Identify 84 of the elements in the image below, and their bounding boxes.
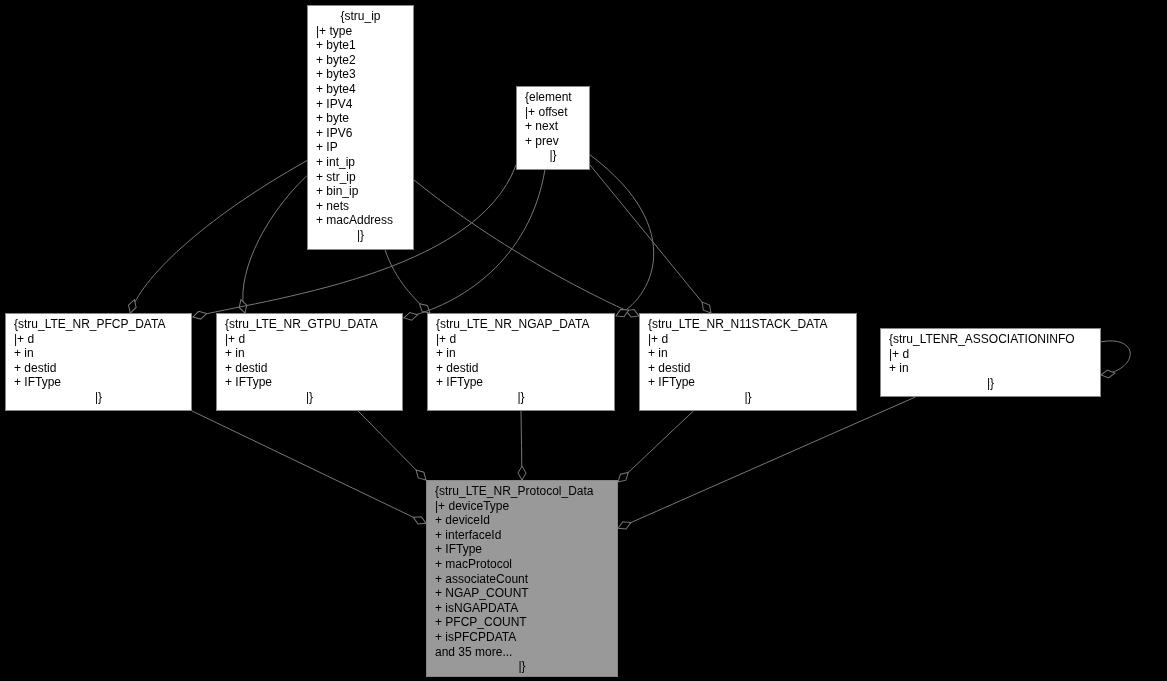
class-box — [216, 313, 403, 411]
member-field: and 35 more... — [435, 644, 513, 660]
member-field: + PFCP_COUNT — [435, 615, 527, 630]
member-field: + destid — [648, 360, 691, 376]
member-field: + int_ip — [316, 154, 356, 170]
class-box — [307, 5, 414, 250]
member-field: + destid — [14, 360, 57, 376]
member-field: + prev — [525, 133, 559, 149]
aggregation-connector — [192, 164, 517, 320]
aggregation-connector — [403, 169, 546, 321]
member-field: + isNGAPDATA — [435, 600, 519, 616]
member-field: + destid — [225, 360, 268, 376]
aggregation-connector — [617, 410, 694, 483]
record-end: |} — [549, 148, 557, 163]
aggregation-connector — [239, 175, 308, 314]
member-field: + nets — [316, 198, 350, 214]
record-end: |} — [517, 389, 525, 405]
member-field: + byte2 — [316, 52, 356, 68]
member-field: + IFType — [648, 375, 696, 390]
member-field: + in — [225, 346, 245, 361]
member-field: + bin_ip — [316, 184, 359, 199]
member-field: + macAddress — [316, 213, 394, 228]
aggregation-connector — [617, 396, 916, 530]
record-end: |} — [518, 659, 526, 674]
member-field: + IFType — [436, 375, 484, 390]
member-field: |+ deviceType — [435, 498, 510, 514]
member-field: |+ d — [889, 346, 910, 362]
member-field: + IFType — [435, 542, 483, 557]
aggregation-connector — [413, 179, 640, 318]
member-field: |+ d — [14, 331, 35, 347]
member-field: |+ d — [648, 331, 669, 347]
member-field: + IP — [316, 140, 338, 155]
aggregation-connector — [357, 410, 427, 481]
aggregation-connector — [589, 164, 712, 314]
member-field: + str_ip — [316, 169, 356, 185]
aggregation-connector — [517, 410, 527, 481]
member-field: + in — [889, 361, 909, 376]
record-end: |} — [305, 389, 314, 405]
member-field: + IPV4 — [316, 96, 353, 112]
member-field: + isPFCPDATA — [435, 629, 517, 645]
class-box — [516, 86, 590, 170]
member-field: |+ d — [225, 331, 246, 347]
aggregation-connector — [384, 249, 431, 314]
class-box — [426, 480, 618, 677]
member-field: |+ offset — [525, 104, 568, 120]
record-end: |} — [986, 375, 995, 391]
class-name: {stru_LTE_NR_PFCP_DATA — [14, 317, 166, 332]
aggregation-connector — [128, 160, 308, 314]
member-field: + IPV6 — [316, 125, 353, 141]
member-field: + in — [14, 346, 34, 361]
class-box — [639, 313, 857, 411]
member-field: + NGAP_COUNT — [435, 586, 529, 601]
member-field: + IFType — [225, 375, 273, 390]
member-field: + byte4 — [316, 81, 356, 97]
class-name: {stru_LTE_NR_Protocol_Data — [435, 484, 594, 499]
member-field: + destid — [436, 360, 479, 376]
class-box — [5, 313, 192, 411]
member-field: + deviceId — [435, 513, 491, 528]
member-field: + byte1 — [316, 38, 356, 53]
record-end: |} — [744, 389, 752, 405]
class-name: {stru_LTE_NR_NGAP_DATA — [436, 317, 590, 332]
record-end: |} — [356, 227, 365, 243]
record-end: |} — [94, 389, 103, 405]
class-name: {stru_LTENR_ASSOCIATIONINFO — [889, 332, 1075, 347]
member-field: |+ d — [436, 331, 457, 347]
member-field: + associateCount — [435, 571, 529, 587]
class-name: {element — [525, 90, 572, 105]
member-field: + interfaceId — [435, 527, 502, 543]
aggregation-connector — [191, 410, 427, 525]
class-name: {stru_ip — [340, 9, 381, 24]
class-name: {stru_LTE_NR_GTPU_DATA — [225, 317, 378, 332]
class-name: {stru_LTE_NR_N11STACK_DATA — [648, 317, 828, 332]
member-field: |+ type — [316, 23, 353, 39]
member-field: + in — [648, 346, 668, 361]
member-field: + next — [525, 119, 559, 134]
member-field: + byte — [316, 111, 350, 126]
member-field: + macProtocol — [435, 556, 513, 572]
member-field: + in — [436, 346, 456, 361]
aggregation-connector — [589, 154, 655, 317]
member-field: + IFType — [14, 375, 62, 390]
class-box — [880, 328, 1101, 397]
aggregation-connector — [1100, 340, 1131, 378]
member-field: + byte3 — [316, 67, 356, 82]
class-box — [427, 313, 615, 411]
